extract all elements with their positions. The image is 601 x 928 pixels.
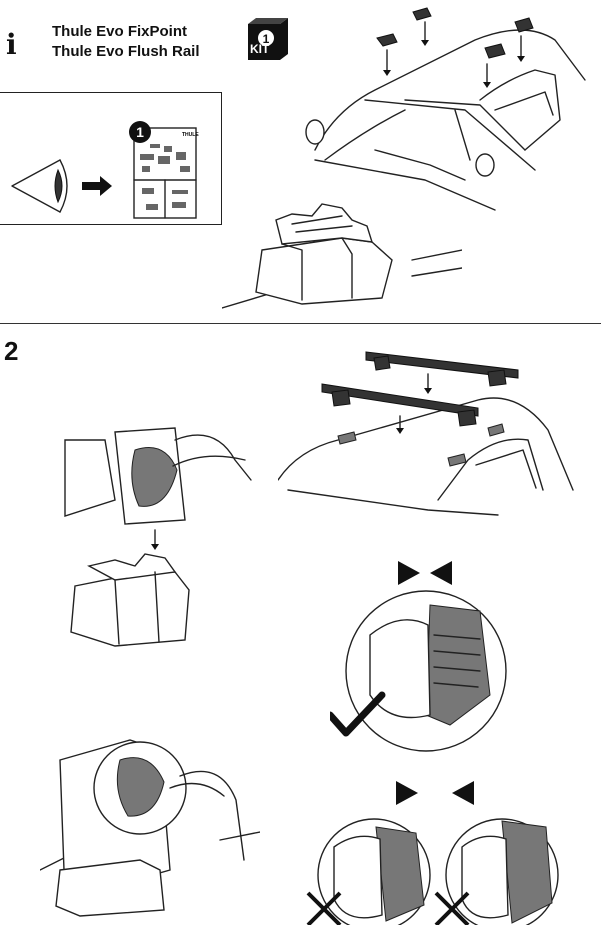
x-mark-icon xyxy=(306,891,342,925)
foot-icon xyxy=(412,7,432,21)
title-line-1: Thule Evo FixPoint xyxy=(52,23,188,40)
foot-icon xyxy=(447,453,467,467)
roof-bar-front xyxy=(321,383,479,427)
kit-box-icon: 1 xyxy=(248,18,288,60)
press-foot-illustration xyxy=(64,427,252,647)
reference-box xyxy=(0,92,222,225)
foot-icon xyxy=(337,431,357,445)
tighten-foot-illustration xyxy=(40,739,260,917)
triangle-left-icon xyxy=(452,781,474,805)
kit-label: KIT xyxy=(250,42,270,56)
kit-number: 1 xyxy=(263,32,270,46)
triangle-right-icon xyxy=(396,781,418,805)
section-divider xyxy=(0,323,601,324)
foot-icon xyxy=(487,423,505,437)
car-with-bars-illustration xyxy=(278,351,574,516)
foot-closeup-illustration xyxy=(222,203,462,309)
foot-icon xyxy=(484,43,506,59)
foot-icon xyxy=(376,33,398,47)
correct-alignment-illustration xyxy=(330,561,507,752)
arrow-right-icon xyxy=(82,176,112,196)
foot-icon xyxy=(514,17,534,33)
triangle-left-icon xyxy=(430,561,452,585)
roof-bar-rear xyxy=(365,351,519,387)
product-title: Thule Evo FixPoint Thule Evo Flush Rail xyxy=(52,22,200,62)
instruction-sheet-icon: THULE 1 xyxy=(129,121,199,219)
sheet-brand: THULE xyxy=(182,132,199,138)
eye-icon xyxy=(11,159,68,213)
reference-illustration: THULE 1 xyxy=(11,121,199,219)
triangle-right-icon xyxy=(398,561,420,585)
checkmark-icon xyxy=(330,691,386,737)
info-icon: i xyxy=(6,28,17,61)
step-number: 2 xyxy=(4,336,19,366)
incorrect-alignment-illustration xyxy=(306,781,559,925)
sheet-step-number: 1 xyxy=(136,124,144,140)
title-line-2: Thule Evo Flush Rail xyxy=(52,43,200,60)
x-mark-icon xyxy=(434,891,470,925)
car-with-feet-illustration xyxy=(305,7,586,211)
